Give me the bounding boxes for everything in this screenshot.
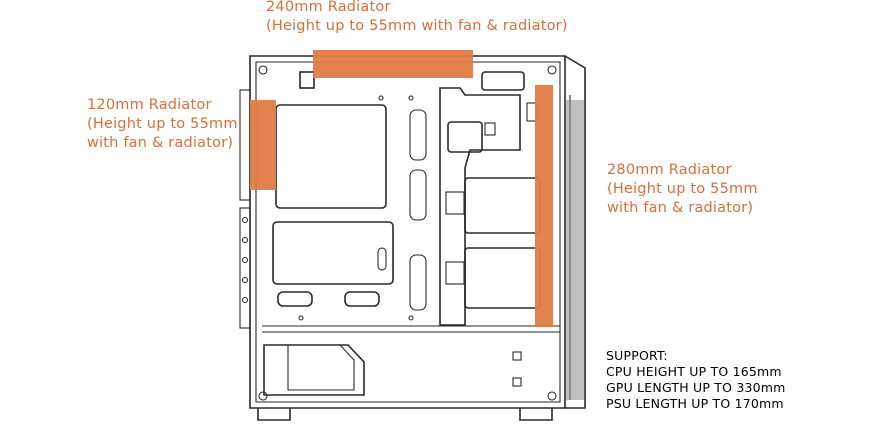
support-specs: SUPPORT: CPU HEIGHT UP TO 165mm GPU LENG… — [606, 348, 786, 412]
motherboard-tray — [262, 71, 560, 333]
radiator-280-front-zone — [535, 85, 553, 327]
rear-panel — [239, 89, 251, 329]
support-cpu-height: CPU HEIGHT UP TO 165mm — [606, 364, 782, 379]
radiator-280-label: 280mm Radiator (Height up to 55mm with f… — [607, 162, 758, 216]
psu-area — [263, 344, 522, 396]
support-psu-length: PSU LENGTH UP TO 170mm — [606, 396, 784, 411]
radiator-240-label: 240mm Radiator (Height up to 55mm with f… — [266, 0, 568, 34]
radiator-120-label: 120mm Radiator (Height up to 55mm with f… — [87, 97, 238, 151]
case-frame — [249, 55, 586, 421]
support-heading: SUPPORT: — [606, 348, 668, 363]
radiator-240-top-zone — [313, 50, 473, 78]
radiator-120-rear-zone — [250, 100, 276, 190]
support-gpu-length: GPU LENGTH UP TO 330mm — [606, 380, 786, 395]
